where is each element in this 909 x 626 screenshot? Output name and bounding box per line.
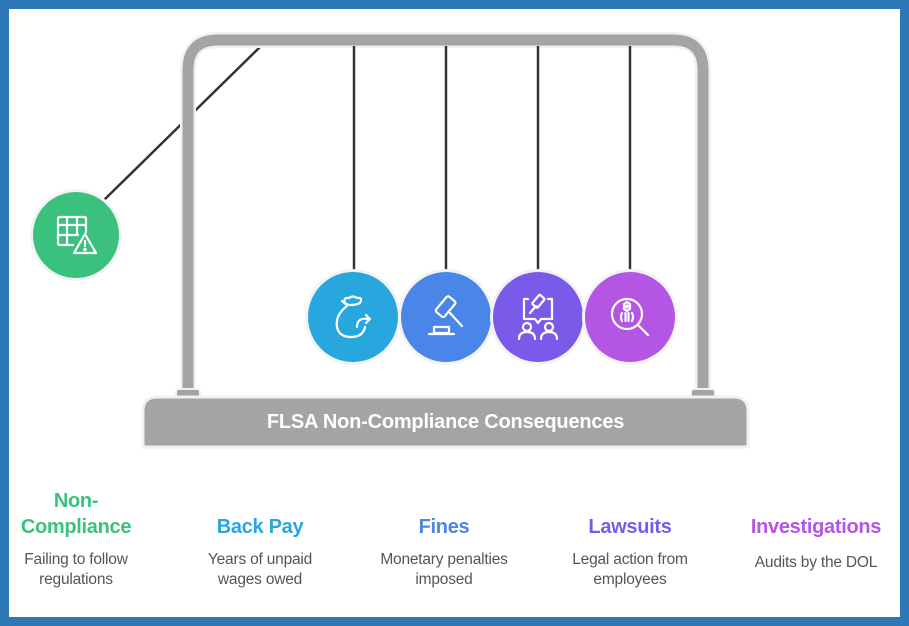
item-description: Years of unpaid wages owed [207,551,313,588]
gavel-icon [427,295,464,336]
item-description: Monetary penalties imposed [380,551,508,588]
ball-back-pay [308,272,398,362]
ball-lawsuits [493,272,583,362]
ball-non-compliance [33,192,119,278]
item-back-pay: Back Pay Years of unpaid wages owed [175,488,345,590]
base-plate [141,395,750,449]
money-bag-arrow-icon [335,295,372,339]
item-description: Legal action from employees [572,551,688,588]
frame-arch [182,34,709,392]
grid-warning-icon [56,215,98,255]
item-lawsuits: Lawsuits Legal action from employees [545,488,715,590]
item-title: Non-Compliance [20,490,132,538]
item-title: Investigations [750,516,882,538]
ball-investigations [585,272,675,362]
item-title: Fines [418,516,470,538]
magnifier-inspect-icon [610,297,650,337]
people-dispute-icon [517,293,559,341]
item-title: Back Pay [216,516,304,538]
item-title: Lawsuits [588,516,672,538]
item-description: Audits by the DOL [754,554,878,571]
item-non-compliance: Non-Compliance Failing to follow regulat… [0,488,161,590]
item-fines: Fines Monetary penalties imposed [359,488,529,590]
item-investigations: Investigations Audits by the DOL [731,488,901,573]
item-description: Failing to follow regulations [24,551,128,588]
diagram-title: FLSA Non-Compliance Consequences [266,410,625,433]
ball-fines [401,272,491,362]
